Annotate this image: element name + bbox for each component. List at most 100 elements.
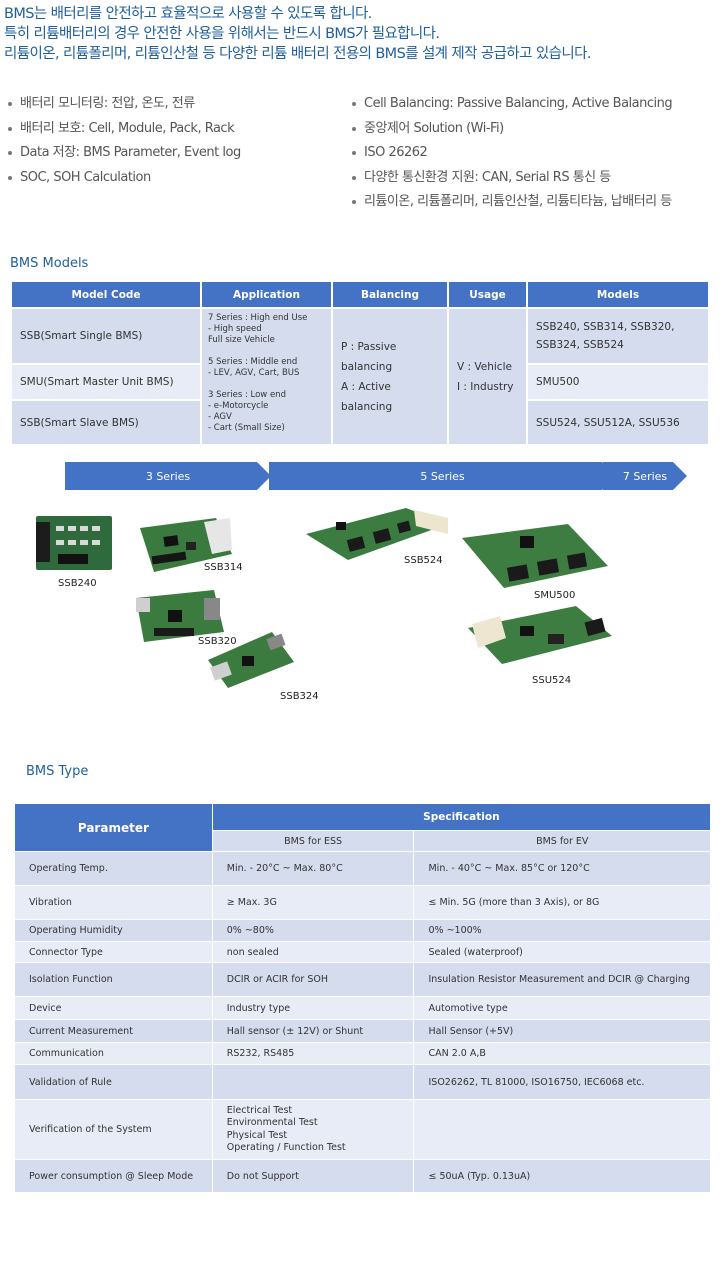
series-arrow-label: 5 Series [420, 469, 465, 483]
usage-cell: V : Vehicle I : Industry [449, 307, 528, 444]
board-label: SSB320 [198, 636, 237, 647]
board-label: SSB314 [204, 562, 243, 573]
spec-ev-cell: Insulation Resistor Measurement and DCIR… [413, 962, 711, 997]
balancing-cell: P : Passive balancing A : Active balanci… [333, 307, 449, 444]
application-cell: 7 Series : High end Use - High speed Ful… [202, 307, 333, 444]
spec-header-ess: BMS for ESS [211, 830, 415, 852]
spec-ev-cell: Hall Sensor (+5V) [413, 1019, 711, 1043]
spec-parameter-cell: Validation of Rule [14, 1064, 213, 1100]
feature-item: 중앙제어 Solution (Wi-Fi) [352, 117, 720, 142]
spec-ev-cell: Automotive type [413, 996, 711, 1020]
feature-item: 다양한 통신환경 지원: CAN, Serial RS 통신 등 [352, 166, 720, 191]
smu500-board-image [462, 524, 608, 588]
board-label: SSB240 [58, 578, 97, 589]
spec-header-ev: BMS for EV [413, 830, 711, 852]
feature-item: ISO 26262 [352, 141, 720, 166]
feature-item: Data 저장: BMS Parameter, Event log [8, 141, 338, 166]
ssb324-board-image [208, 632, 294, 688]
spec-ess-cell: ≥ Max. 3G [211, 885, 415, 920]
spec-ev-cell: 0% ~100% [413, 919, 711, 942]
spec-ess-cell: 0% ~80% [211, 919, 415, 942]
spec-ess-cell: Hall sensor (± 12V) or Shunt [211, 1019, 415, 1043]
board-label: SSU524 [532, 675, 572, 686]
spec-header-parameter: Parameter [14, 803, 213, 852]
spec-parameter-cell: Verification of the System [14, 1099, 213, 1160]
ssb314-board-image [140, 518, 232, 572]
spec-ev-cell: Sealed (waterproof) [413, 941, 711, 963]
spec-ev-cell: ≤ 50uA (Typ. 0.13uA) [413, 1159, 711, 1193]
spec-parameter-cell: Communication [14, 1042, 213, 1065]
spec-ev-cell: ISO26262, TL 81000, ISO16750, IEC6068 et… [413, 1064, 711, 1100]
spec-ess-cell: Electrical Test Environmental Test Physi… [211, 1099, 415, 1160]
ssb320-board-image [136, 590, 224, 642]
spec-parameter-cell: Current Measurement [14, 1019, 213, 1043]
spec-parameter-cell: Power consumption @ Sleep Mode [14, 1159, 213, 1193]
models-cell: SSB240, SSB314, SSB320, SSB324, SSB524 [528, 307, 708, 363]
ssb240-board-image [36, 516, 112, 570]
models-header-application: Application [202, 282, 333, 307]
spec-row: Vibration≥ Max. 3G≤ Min. 5G (more than 3… [14, 885, 711, 920]
spec-ess-cell: Do not Support [211, 1159, 415, 1193]
series-arrow-label: 7 Series [622, 469, 668, 483]
series-arrow-label: 3 Series [145, 469, 191, 483]
spec-ess-cell [211, 1064, 415, 1100]
intro-line-2: 특히 리튬배터리의 경우 안전한 사용을 위해서는 반드시 BMS가 필요합니다… [4, 26, 440, 42]
spec-ev-cell [413, 1099, 711, 1160]
spec-parameter-cell: Isolation Function [14, 962, 213, 997]
models-cell: SMU500 [528, 363, 708, 399]
series-arrow-5: 5 Series [269, 462, 616, 490]
spec-header-specification: Specification [211, 803, 712, 831]
spec-ess-cell: RS232, RS485 [211, 1042, 415, 1065]
models-header-code: Model Code [12, 282, 202, 307]
series-arrow-3: 3 Series [65, 462, 271, 490]
spec-ess-cell: non sealed [211, 941, 415, 963]
spec-parameter-cell: Vibration [14, 885, 213, 920]
spec-ev-cell: CAN 2.0 A,B [413, 1042, 711, 1065]
intro-text: BMS는 배터리를 안전하고 효율적으로 사용할 수 있도록 합니다. 특히 리… [4, 4, 720, 64]
feature-item: Cell Balancing: Passive Balancing, Activ… [352, 92, 720, 117]
type-section-title: BMS Type [26, 764, 89, 779]
spec-parameter-cell: Operating Humidity [14, 919, 213, 942]
spec-ess-cell: Industry type [211, 996, 415, 1020]
feature-item: 배터리 모니터링: 전압, 온도, 전류 [8, 92, 338, 117]
model-code-cell: SSB(Smart Single BMS) [12, 307, 202, 363]
models-header-usage: Usage [449, 282, 528, 307]
spec-table: Parameter Specification BMS for ESS BMS … [14, 803, 712, 1193]
models-section-title: BMS Models [10, 256, 89, 271]
board-label: SSB524 [404, 555, 443, 566]
feature-list-right: Cell Balancing: Passive Balancing, Activ… [352, 92, 720, 215]
spec-parameter-cell: Device [14, 996, 213, 1020]
models-cell: SSU524, SSU512A, SSU536 [528, 399, 708, 444]
spec-ess-cell: Min. - 20°C ~ Max. 80°C [211, 851, 415, 886]
ssu524-board-image [468, 606, 612, 664]
spec-parameter-cell: Connector Type [14, 941, 213, 963]
model-code-cell: SMU(Smart Master Unit BMS) [12, 363, 202, 399]
spec-row: Validation of Rule ISO26262, TL 81000, IS… [14, 1064, 711, 1100]
series-arrow-7: 7 Series [603, 462, 687, 490]
spec-ev-cell: Min. - 40°C ~ Max. 85°C or 120°C [413, 851, 711, 886]
feature-item: SOC, SOH Calculation [8, 166, 338, 191]
spec-ev-cell: ≤ Min. 5G (more than 3 Axis), or 8G [413, 885, 711, 920]
intro-line-3: 리튬이온, 리튬폴리머, 리튬인산철 등 다양한 리튬 배터리 전용의 BMS를… [4, 46, 591, 62]
feature-item: 리튬이온, 리튬폴리머, 리튬인산철, 리튬티타늄, 납배터리 등 [352, 190, 720, 215]
intro-line-1: BMS는 배터리를 안전하고 효율적으로 사용할 수 있도록 합니다. [4, 6, 372, 22]
models-header-models: Models [528, 282, 708, 307]
feature-item: 배터리 보호: Cell, Module, Pack, Rack [8, 117, 338, 142]
board-label: SMU500 [534, 590, 576, 601]
models-table: Model Code Application Balancing Usage M… [12, 282, 708, 444]
feature-list-left: 배터리 모니터링: 전압, 온도, 전류 배터리 보호: Cell, Modul… [8, 92, 338, 190]
spec-ess-cell: DCIR or ACIR for SOH [211, 962, 415, 997]
board-label: SSB324 [280, 691, 319, 702]
model-code-cell: SSB(Smart Slave BMS) [12, 399, 202, 444]
spec-parameter-cell: Operating Temp. [14, 851, 213, 886]
models-header-balancing: Balancing [333, 282, 449, 307]
